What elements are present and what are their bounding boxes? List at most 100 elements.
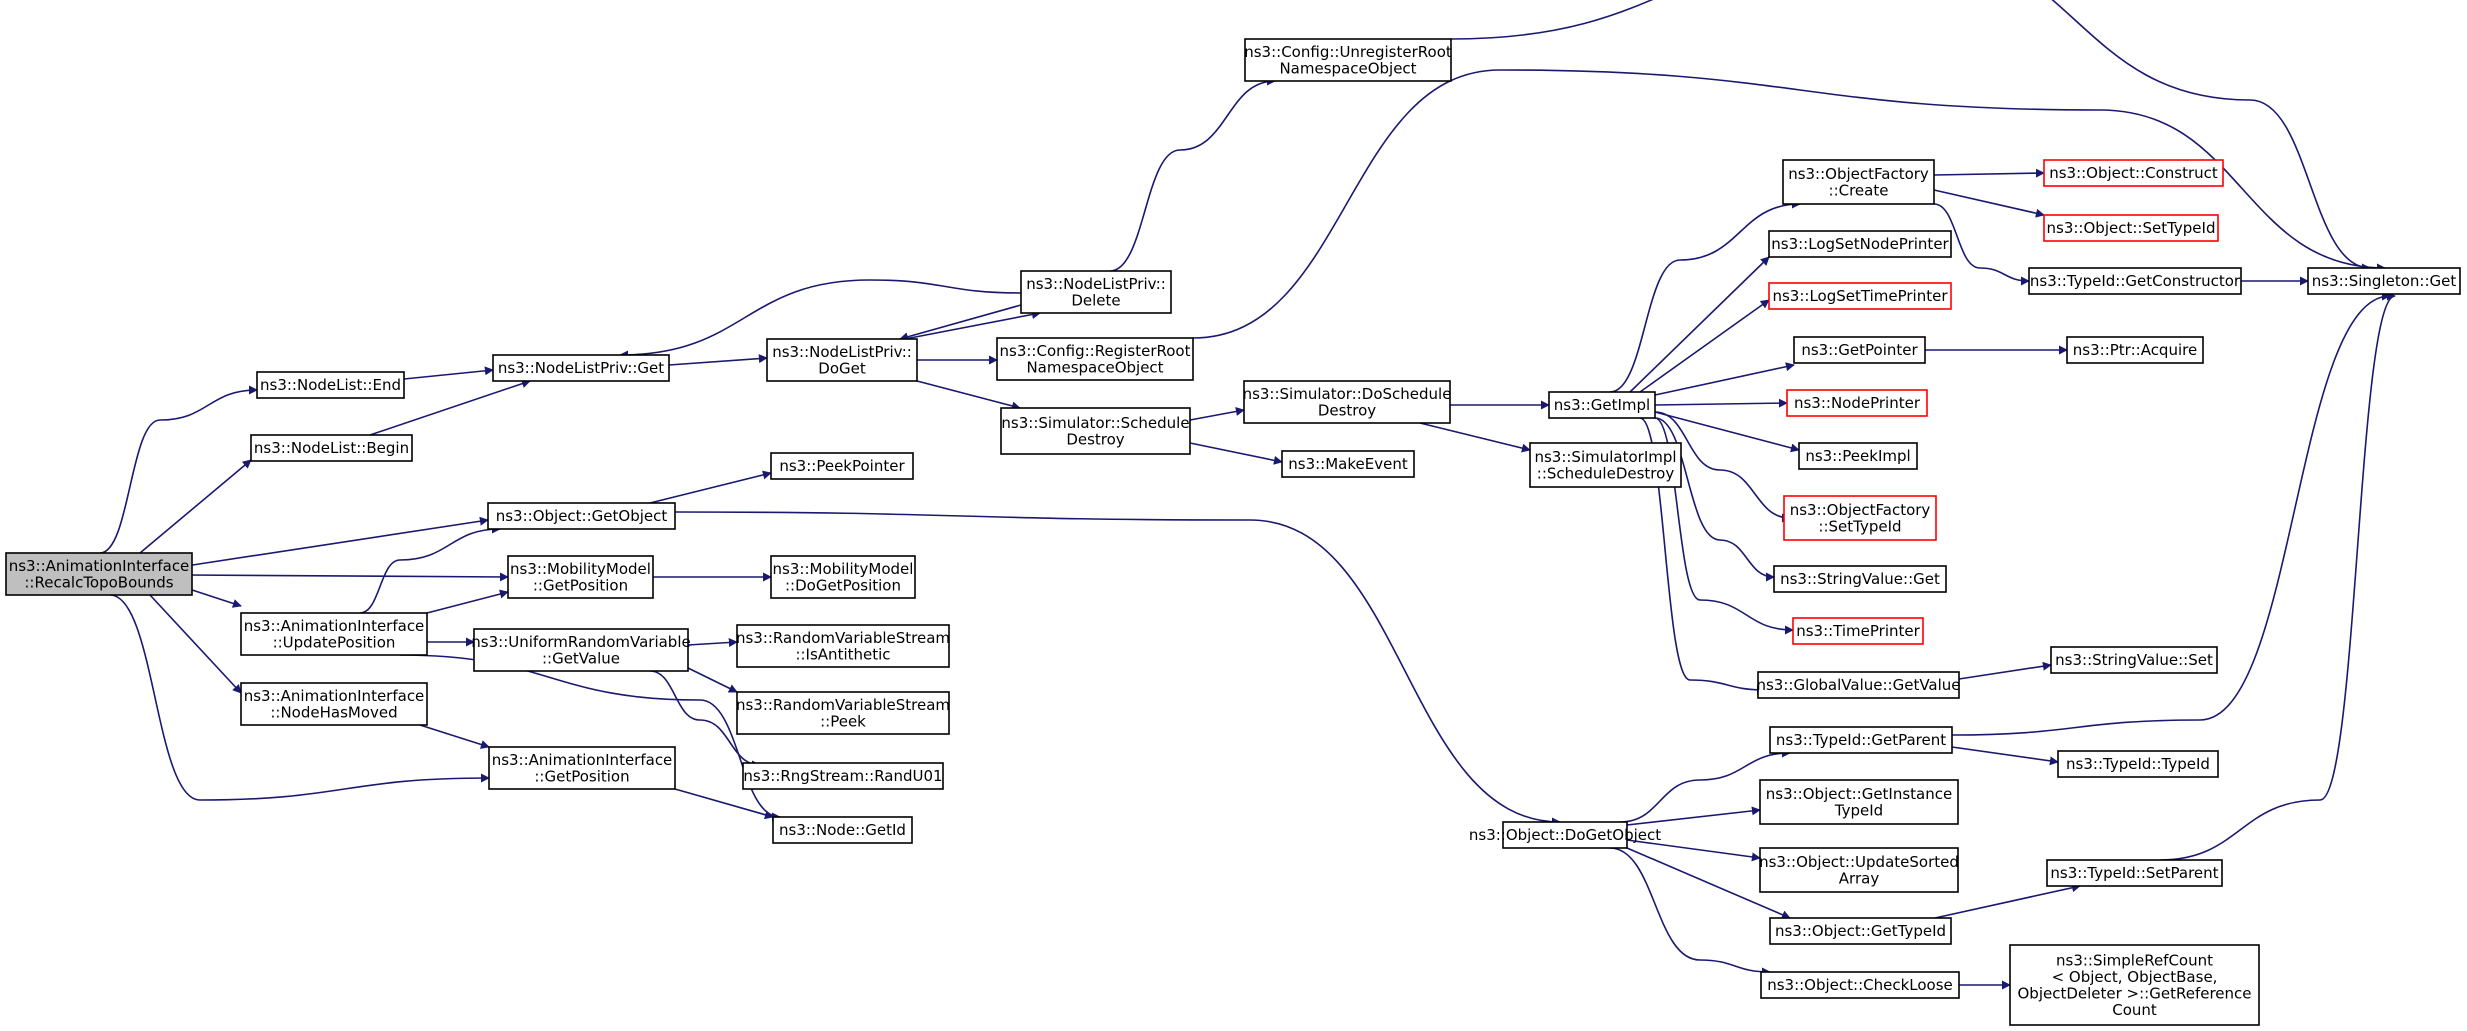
edge-getimpl-to-getpointer [1654,362,1795,396]
node-sv-set[interactable]: ns3::StringValue::Set [2050,646,2218,674]
edge-line [139,459,252,554]
node-label: ::GetPosition [533,576,628,594]
node-of-create[interactable]: ns3::ObjectFactory::Create [1782,159,1935,205]
node-rng-randu01[interactable]: ns3::RngStream::RandU01 [742,762,944,790]
node-simplerefcount[interactable]: ns3::SimpleRefCount< Object, ObjectBase,… [2009,944,2260,1026]
node-ai-nodehasmoved[interactable]: ns3::AnimationInterface::NodeHasMoved [240,682,428,726]
edge-line [1192,69,2386,339]
node-ai-getpos[interactable]: ns3::AnimationInterface::GetPosition [488,746,676,790]
node-tid-getctor[interactable]: ns3::TypeId::GetConstructor [2028,267,2242,295]
node-obj-getobject[interactable]: ns3::Object::GetObject [487,502,676,530]
node-mm-dogetpos[interactable]: ns3::MobilityModel::DoGetPosition [770,555,916,599]
edge-root-to-nl_begin [139,459,252,554]
edge-root-to-nl_end [99,385,258,554]
node-label: ns3::Node::GetId [779,821,906,839]
edge-nlp_doget-to-nlp_delete [904,310,1041,340]
node-cfg-unreg[interactable]: ns3::Config::UnregisterRootNamespaceObje… [1244,38,1452,82]
edge-line [1626,806,1761,826]
edge-obj_getobject-to-obj_dogetobject [674,511,1561,827]
edge-getimpl-to-peekimpl [1654,411,1800,453]
node-getimpl[interactable]: ns3::GetImpl [1548,391,1656,419]
node-makeevent[interactable]: ns3::MakeEvent [1281,450,1415,478]
edge-nlp_delete-to-cfg_unreg [1109,76,1276,272]
edge-line [1933,189,2045,218]
edge-tid_getparent-to-singleton [1951,291,2391,736]
node-rvs-isanti[interactable]: ns3::RandomVariableStream::IsAntithetic [736,624,950,668]
edge-root-to-obj_getobject [185,516,489,567]
edge-nl_end-to-nlp_get [403,366,494,380]
node-singleton[interactable]: ns3::Singleton::Get [2307,267,2461,295]
node-label: ns3::Ptr::Acquire [2073,341,2197,359]
node-label: ns3::NodePrinter [1794,394,1921,412]
node-gv-getvalue[interactable]: ns3::GlobalValue::GetValue [1756,671,1961,699]
edge-tid_setparent-to-singleton [2159,291,2396,861]
node-box [1798,442,1918,470]
node-tid-typeid[interactable]: ns3::TypeId::TypeId [2057,750,2219,778]
node-urv-getvalue[interactable]: ns3::UniformRandomVariable::GetValue [471,628,691,672]
node-label: ns3::SimulatorImpl [1534,448,1676,466]
node-mm-getpos[interactable]: ns3::MobilityModel::GetPosition [507,555,654,599]
node-box [1768,230,1952,258]
node-box [1782,159,1935,205]
node-sv-get[interactable]: ns3::StringValue::Get [1773,565,1947,593]
node-nodeprinter[interactable]: ns3::NodePrinter [1786,389,1928,417]
node-box [487,502,676,530]
node-label: ::GetValue [542,649,620,667]
edge-line [149,594,242,694]
node-nl-begin[interactable]: ns3::NodeList::Begin [250,434,413,462]
node-node-getid[interactable]: ns3::Node::GetId [772,816,913,844]
node-label: ns3::AnimationInterface [492,751,673,769]
node-nlp-doget[interactable]: ns3::NodeListPriv::DoGet [766,338,918,382]
edge-line [2159,291,2396,861]
node-box [1548,391,1656,419]
node-label: ns3::AnimationInterface [9,557,190,575]
node-label: ns3::StringValue::Set [2055,651,2213,669]
node-label: ns3::LogSetTimePrinter [1772,287,1948,305]
node-lognode[interactable]: ns3::LogSetNodePrinter [1768,230,1952,258]
node-sim-sched[interactable]: ns3::Simulator::ScheduleDestroy [1000,407,1191,455]
node-nl-end[interactable]: ns3::NodeList::End [256,371,405,399]
node-ai-updatepos[interactable]: ns3::AnimationInterface::UpdatePosition [240,612,428,656]
call-edges [99,0,2396,990]
edge-line [1654,398,1788,408]
node-tid-getparent[interactable]: ns3::TypeId::GetParent [1769,726,1953,754]
node-label: Count [2112,1001,2157,1019]
node-rvs-peek[interactable]: ns3::RandomVariableStream::Peek [736,691,950,735]
node-obj-settypeid[interactable]: ns3::Object::SetTypeId [2043,214,2219,242]
node-logtime[interactable]: ns3::LogSetTimePrinter [1768,282,1952,310]
node-box [2057,750,2219,778]
node-box [488,746,676,790]
node-peekpointer[interactable]: ns3::PeekPointer [770,452,914,480]
node-nlp-get[interactable]: ns3::NodeListPriv::Get [492,354,670,382]
node-obj-checkloose[interactable]: ns3::Object::CheckLoose [1760,971,1960,999]
node-peekimpl[interactable]: ns3::PeekImpl [1798,442,1918,470]
node-root[interactable]: ns3::AnimationInterface::RecalcTopoBound… [5,552,193,596]
edge-line [1654,362,1795,396]
node-obj-dogetobject[interactable]: ns3::Object::DoGetObject [1469,821,1661,849]
node-tid-setparent[interactable]: ns3::TypeId::SetParent [2046,859,2223,887]
edge-urv_getvalue-to-rng_randu01 [649,670,761,770]
node-ptr-acquire[interactable]: ns3::Ptr::Acquire [2066,336,2204,364]
node-obj-gettypeid[interactable]: ns3::Object::GetTypeId [1769,917,1952,945]
node-obj-construct[interactable]: ns3::Object::Construct [2043,159,2224,187]
node-box [1759,779,1959,825]
node-of-settypeid[interactable]: ns3::ObjectFactory::SetTypeId [1783,495,1937,541]
edge-obj_dogetobject-to-obj_getinstance [1626,806,1761,826]
node-timeprinter[interactable]: ns3::TimePrinter [1792,617,1924,645]
node-label: ns3::GetImpl [1554,396,1650,414]
node-getpointer[interactable]: ns3::GetPointer [1793,336,1926,364]
node-nlp-delete[interactable]: ns3::NodeListPriv::Delete [1020,270,1172,314]
edge-line [403,366,494,380]
node-box [1769,726,1953,754]
node-label: ::GetPosition [534,767,629,785]
node-box [256,371,405,399]
edge-nlp_delete-to-nlp_get [619,279,1022,360]
node-simimpl[interactable]: ns3::SimulatorImpl::ScheduleDestroy [1529,442,1682,488]
node-box [1757,671,1960,699]
edge-of_create-to-obj_settypeid [1933,189,2045,218]
edge-line [1654,417,1775,582]
